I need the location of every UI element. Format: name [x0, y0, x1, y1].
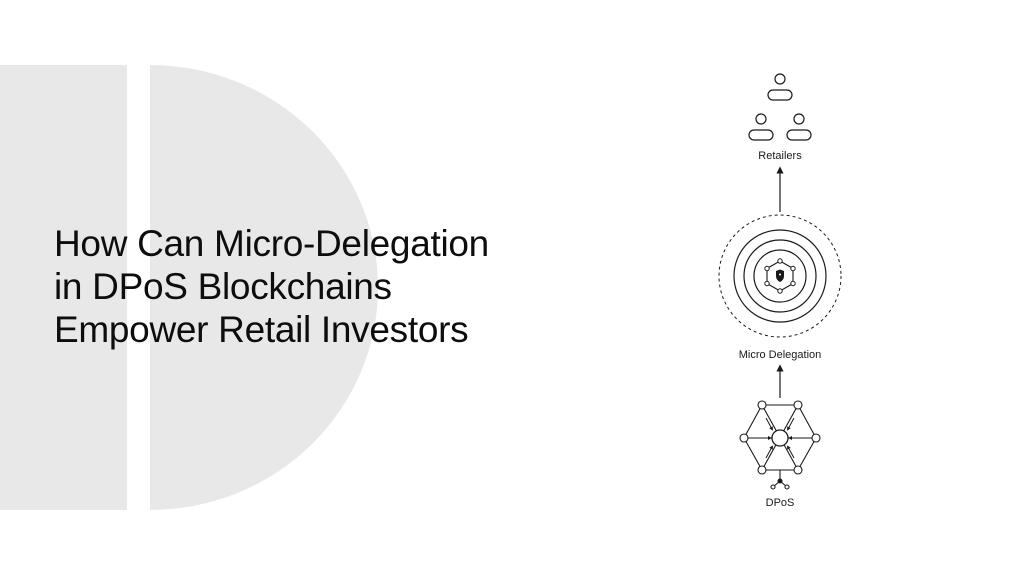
person-icon: [786, 113, 812, 141]
person-icon: [748, 113, 774, 141]
micro-delegation-icon: [718, 214, 842, 338]
shield-icon: [776, 269, 784, 282]
dpos-label: DPoS: [766, 497, 795, 509]
hexagon-network-icon: [739, 400, 821, 490]
title-line-3: Empower Retail Investors: [54, 309, 469, 350]
person-icon: [767, 73, 793, 101]
title-line-2: in DPoS Blockchains: [54, 266, 392, 307]
page-title: How Can Micro-Delegation in DPoS Blockch…: [54, 222, 654, 351]
backdrop-bar: [0, 65, 127, 510]
title-line-1: How Can Micro-Delegation: [54, 223, 489, 264]
retailers-label: Retailers: [758, 150, 802, 162]
retailers-icon-group: [748, 73, 812, 141]
micro-delegation-label: Micro Delegation: [739, 349, 822, 361]
backdrop-half-disc: [150, 65, 378, 510]
decorative-d-backdrop: [0, 65, 378, 510]
flow-diagram: Retailers Micro Delegation: [718, 73, 842, 509]
